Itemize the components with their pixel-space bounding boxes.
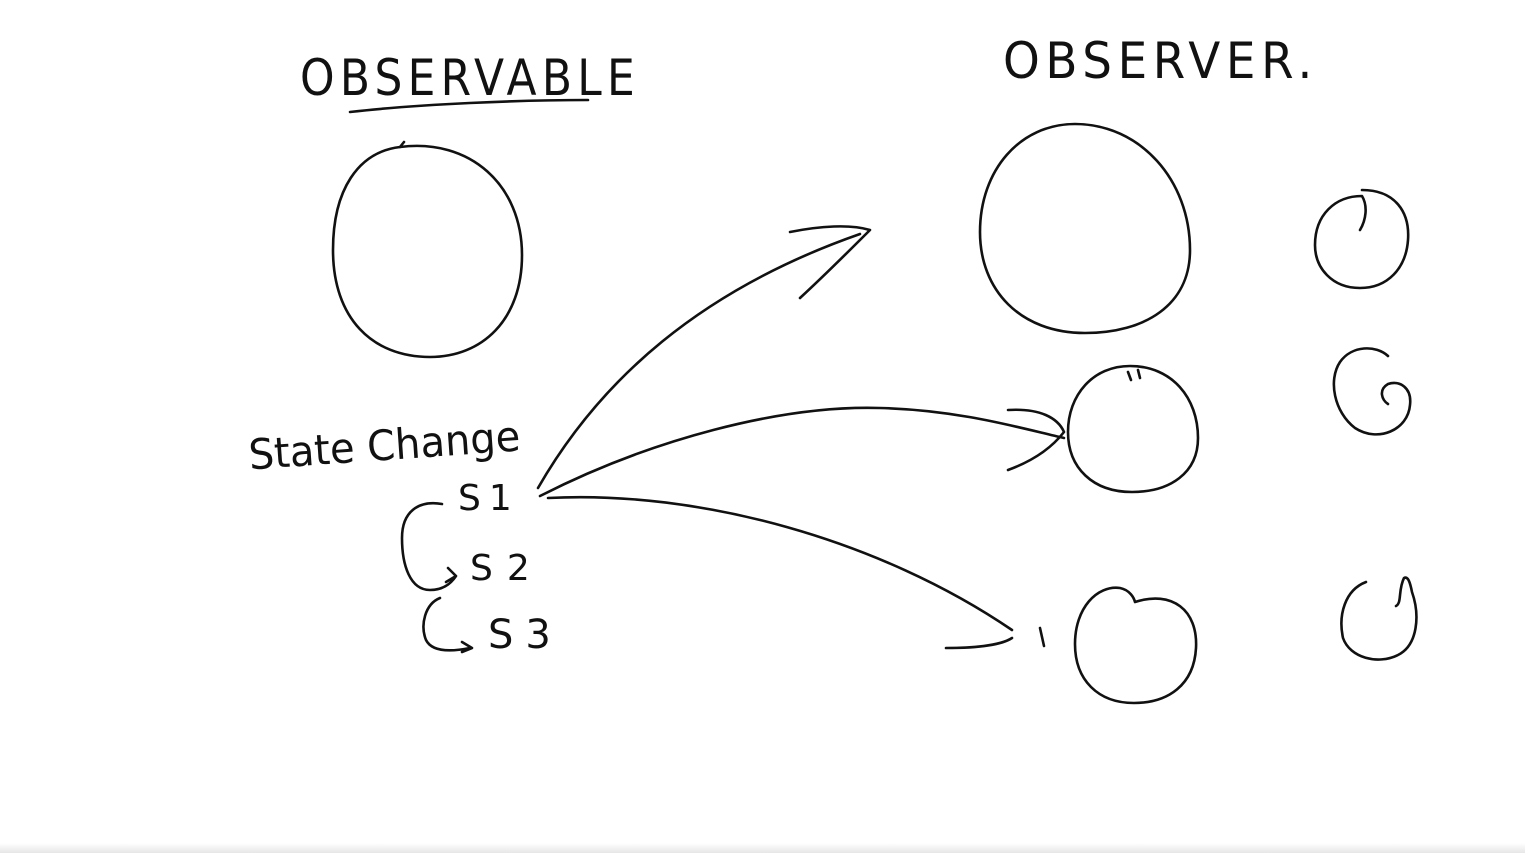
observable-circle-tick bbox=[398, 140, 406, 149]
small-circle-3 bbox=[1340, 576, 1418, 661]
observable-circle bbox=[331, 144, 524, 359]
transition-s2-to-s3-arrow bbox=[422, 596, 474, 654]
notify-arrow-to-large-observer bbox=[536, 232, 862, 490]
bottom-edge-shade bbox=[0, 843, 1525, 853]
state-change-label: State Change bbox=[247, 412, 522, 480]
state-s1-label: S1 bbox=[458, 478, 520, 519]
notify-arrow-to-large-observer-head bbox=[788, 225, 872, 300]
notify-arrow-to-bottom-observer bbox=[546, 495, 1014, 632]
small-circle-2 bbox=[1332, 347, 1412, 436]
small-circle-1 bbox=[1313, 188, 1410, 290]
observable-heading-underline bbox=[348, 98, 590, 114]
transition-s1-to-s2-arrow bbox=[400, 501, 458, 592]
notify-arrow-to-medium-observer-head bbox=[1006, 408, 1066, 472]
state-s3-label: S3 bbox=[488, 612, 563, 658]
observer-heading: OBSERVER. bbox=[1003, 32, 1318, 90]
state-s2-label: S2 bbox=[470, 548, 544, 589]
notify-arrow-to-medium-observer bbox=[538, 406, 1066, 498]
notify-arrow-to-bottom-observer-head bbox=[944, 626, 1046, 650]
observer-circle-medium-tick bbox=[1126, 368, 1142, 382]
observer-circle-large bbox=[978, 122, 1192, 335]
observer-circle-medium bbox=[1066, 364, 1200, 494]
observable-heading: OBSERVABLE bbox=[300, 49, 640, 107]
observer-circle-bottom bbox=[1073, 586, 1198, 705]
